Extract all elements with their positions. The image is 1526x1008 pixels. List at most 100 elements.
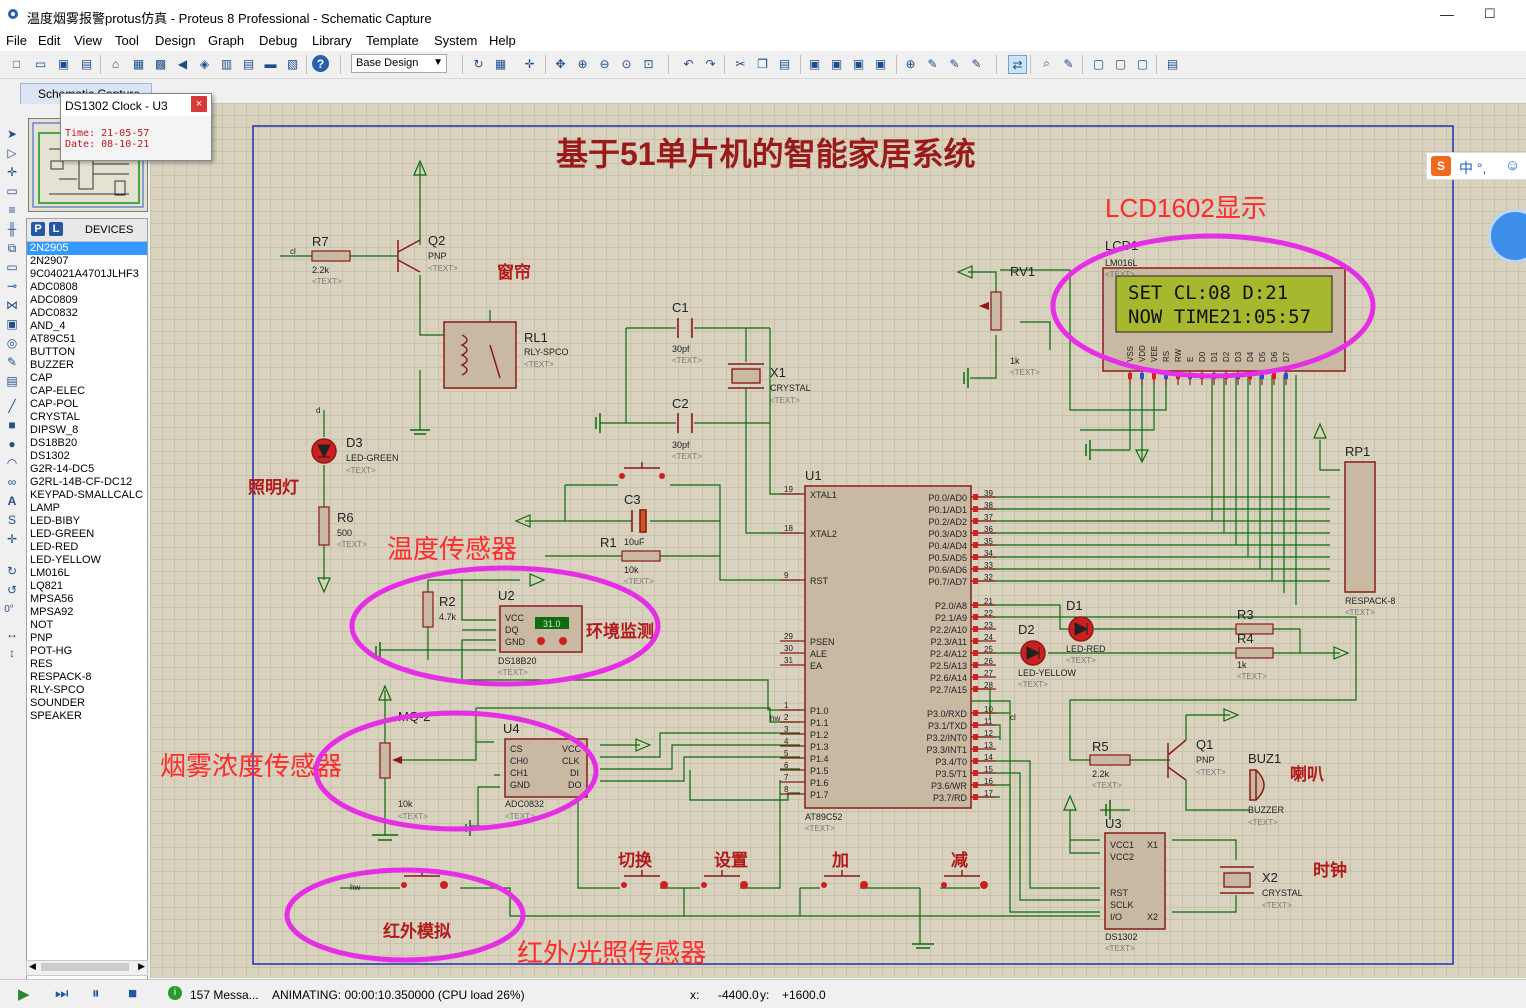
help-icon[interactable]: ? <box>312 55 329 72</box>
block-move-icon[interactable]: ▣ <box>830 56 843 71</box>
close-icon[interactable]: × <box>191 96 207 112</box>
device-list-item[interactable]: LED-GREEN <box>30 528 95 540</box>
terminal-icon[interactable]: ▭ <box>6 260 18 274</box>
block-delete-icon[interactable]: ▣ <box>874 56 887 71</box>
schematic-canvas[interactable]: 基于51单片机的智能家居系统 LCD1602显示 窗帘 照明灯 温度传感器 环境… <box>150 103 1526 978</box>
origin-icon[interactable]: ✛ <box>524 56 535 71</box>
device-list-item[interactable]: SOUNDER <box>30 697 86 709</box>
open-folder-icon[interactable]: ▭ <box>34 56 47 71</box>
device-list-item[interactable]: LM016L <box>30 567 70 579</box>
messages-count[interactable]: 157 Messa... <box>190 988 259 1002</box>
device-list-item[interactable]: 2N2905 <box>27 242 147 255</box>
selection-mode-icon[interactable]: ➤ <box>6 127 18 141</box>
device-list-item[interactable]: AND_4 <box>30 320 66 332</box>
device-pin-icon[interactable]: ⊸ <box>6 279 18 293</box>
minimize-button[interactable]: — <box>1440 6 1454 22</box>
component-mode-icon[interactable]: ▷ <box>7 146 17 160</box>
exit-parent-icon[interactable]: ▢ <box>1136 56 1149 71</box>
line-icon[interactable]: ╱ <box>8 399 16 413</box>
arc-icon[interactable]: ◠ <box>6 456 18 470</box>
maximize-button[interactable]: ☐ <box>1484 6 1496 21</box>
import-icon[interactable]: ▤ <box>80 56 93 71</box>
device-list-item[interactable]: CAP <box>30 372 53 384</box>
rotate-ccw-icon[interactable]: ↺ <box>6 583 18 597</box>
subcircuit-icon[interactable]: ⧉ <box>7 241 17 255</box>
instrument-icon[interactable]: ▤ <box>6 374 18 388</box>
notes-icon[interactable]: ▧ <box>286 56 299 71</box>
menu-graph[interactable]: Graph <box>208 33 245 48</box>
device-list-item[interactable]: SPEAKER <box>30 710 82 722</box>
device-list-item[interactable]: CRYSTAL <box>30 411 80 423</box>
device-list-item[interactable]: NOT <box>30 619 54 631</box>
block-copy-icon[interactable]: ▣ <box>808 56 821 71</box>
device-list-item[interactable]: AT89C51 <box>30 333 76 345</box>
library-manager-button[interactable]: L <box>49 222 63 236</box>
zoom-in-icon[interactable]: ⊕ <box>577 56 588 71</box>
wire-label-icon[interactable]: ▭ <box>6 184 18 198</box>
undo-icon[interactable]: ↶ <box>683 56 694 71</box>
device-list-item[interactable]: 2N2907 <box>30 255 69 267</box>
text-script-icon[interactable]: ≡ <box>8 203 16 217</box>
zoom-all-icon[interactable]: ⊙ <box>621 56 632 71</box>
marker-icon[interactable]: ✛ <box>6 532 18 546</box>
back-icon[interactable]: ◀ <box>177 56 188 71</box>
device-list-item[interactable]: BUTTON <box>30 346 76 358</box>
bom-icon[interactable]: ▤ <box>242 56 255 71</box>
device-list-item[interactable]: DIPSW_8 <box>30 424 79 436</box>
refresh-icon[interactable]: ↻ <box>473 56 484 71</box>
symbol-icon[interactable]: S <box>7 513 16 527</box>
path-icon[interactable]: ∞ <box>7 475 17 489</box>
mirror-x-icon[interactable]: ↔ <box>6 627 18 641</box>
generator-icon[interactable]: ◎ <box>6 336 18 350</box>
step-icon[interactable]: ⏭ <box>55 985 69 1002</box>
device-list-item[interactable]: KEYPAD-SMALLCALC <box>30 489 143 501</box>
probe-icon[interactable]: ✎ <box>6 355 18 369</box>
device-list-item[interactable]: BUZZER <box>30 359 74 371</box>
property-tool-icon[interactable]: ✎ <box>1063 56 1074 71</box>
remove-sheet-icon[interactable]: ▢ <box>1114 56 1127 71</box>
menu-view[interactable]: View <box>74 33 102 48</box>
save-icon[interactable]: ▣ <box>57 56 70 71</box>
circle-icon[interactable]: ● <box>8 437 16 451</box>
zoom-out-icon[interactable]: ⊖ <box>599 56 610 71</box>
device-list-item[interactable]: LED-YELLOW <box>30 554 101 566</box>
device-list-item[interactable]: CAP-ELEC <box>30 385 86 397</box>
device-list-item[interactable]: ADC0832 <box>30 307 78 319</box>
device-list-item[interactable]: RESPACK-8 <box>30 671 92 683</box>
block-rotate-icon[interactable]: ▣ <box>852 56 865 71</box>
pick-devices-button[interactable]: P <box>31 222 45 236</box>
pause-icon[interactable]: ⏸ <box>92 985 100 1002</box>
device-list-item[interactable]: DS18B20 <box>30 437 78 449</box>
menu-debug[interactable]: Debug <box>259 33 298 48</box>
device-list-item[interactable]: G2RL-14B-CF-DC12 <box>30 476 133 488</box>
graph-icon[interactable]: ⋈ <box>6 298 18 312</box>
copy-icon[interactable]: ❐ <box>757 56 768 71</box>
package-tool-icon[interactable]: ✎ <box>949 56 960 71</box>
device-list-item[interactable]: POT-HG <box>30 645 73 657</box>
tape-icon[interactable]: ▣ <box>6 317 18 331</box>
grid-icon[interactable]: ▦ <box>494 56 507 71</box>
device-list-item[interactable]: DS1302 <box>30 450 70 462</box>
netlist-icon[interactable]: ▤ <box>1166 56 1179 71</box>
menu-library[interactable]: Library <box>312 33 352 48</box>
paste-icon[interactable]: ▤ <box>778 56 791 71</box>
menu-help[interactable]: Help <box>489 33 516 48</box>
gerber-icon[interactable]: ▥ <box>220 56 233 71</box>
menu-edit[interactable]: Edit <box>38 33 61 48</box>
menu-file[interactable]: File <box>6 33 27 48</box>
3d-icon[interactable]: ◈ <box>199 56 210 71</box>
search-icon[interactable]: ⌕ <box>1043 56 1050 70</box>
cut-icon[interactable]: ✂ <box>735 56 746 71</box>
device-list-item[interactable]: 9C04021A4701JLHF3 <box>30 268 139 280</box>
junction-icon[interactable]: ✛ <box>6 165 18 179</box>
ime-toolbar[interactable]: S 中 °, ☺ <box>1426 152 1526 180</box>
device-list-item[interactable]: RLY-SPCO <box>30 684 85 696</box>
stop-icon[interactable]: ■ <box>128 985 138 1002</box>
rotate-cw-icon[interactable]: ↻ <box>6 564 18 578</box>
pcb-icon[interactable]: ▩ <box>154 56 167 71</box>
device-list-item[interactable]: RES <box>30 658 53 670</box>
home-icon[interactable]: ⌂ <box>111 56 120 71</box>
device-list-item[interactable]: LED-RED <box>30 541 79 553</box>
menu-system[interactable]: System <box>434 33 478 48</box>
redo-icon[interactable]: ↷ <box>705 56 716 71</box>
